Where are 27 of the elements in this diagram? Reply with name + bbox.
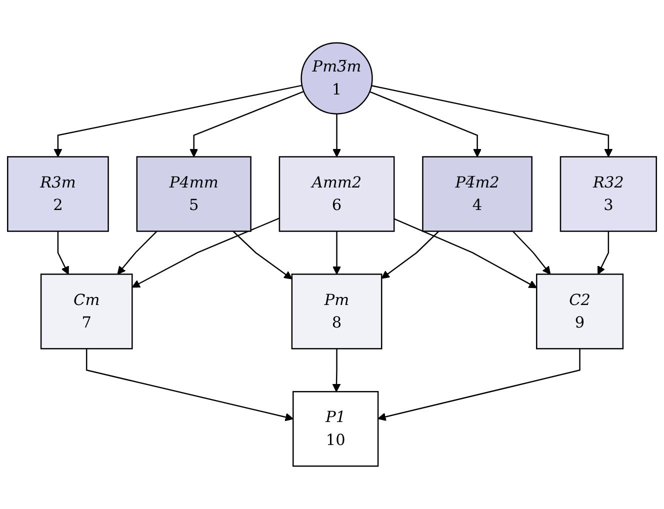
arrow (332, 231, 341, 275)
arrow (232, 230, 292, 280)
node-box: R3m 2 (7, 156, 109, 232)
arrow (371, 85, 613, 158)
node-box: Amm2 6 (278, 156, 395, 232)
arrow (332, 348, 341, 392)
arrow (54, 84, 302, 158)
arrow (332, 114, 341, 158)
node-box: P1 10 (292, 391, 379, 467)
arrow (57, 231, 69, 275)
arrow (117, 230, 158, 275)
arrow (369, 91, 482, 158)
node-box: P4mm 5 (136, 156, 252, 232)
node-box: C2 9 (536, 274, 624, 350)
arrow (394, 218, 537, 288)
arrow (190, 90, 304, 158)
node-box: R32 3 (560, 156, 657, 232)
arrow (86, 348, 294, 422)
node-circle: Pm3̅m 1 (300, 42, 373, 114)
arrow (381, 230, 440, 279)
node-box: Pm 8 (291, 274, 382, 350)
node-box: P4̅m2 4 (422, 156, 532, 232)
arrow (378, 348, 580, 421)
arrow (597, 231, 610, 275)
arrow (132, 218, 280, 288)
node-box: Cm 7 (40, 274, 133, 350)
arrow (512, 230, 551, 275)
